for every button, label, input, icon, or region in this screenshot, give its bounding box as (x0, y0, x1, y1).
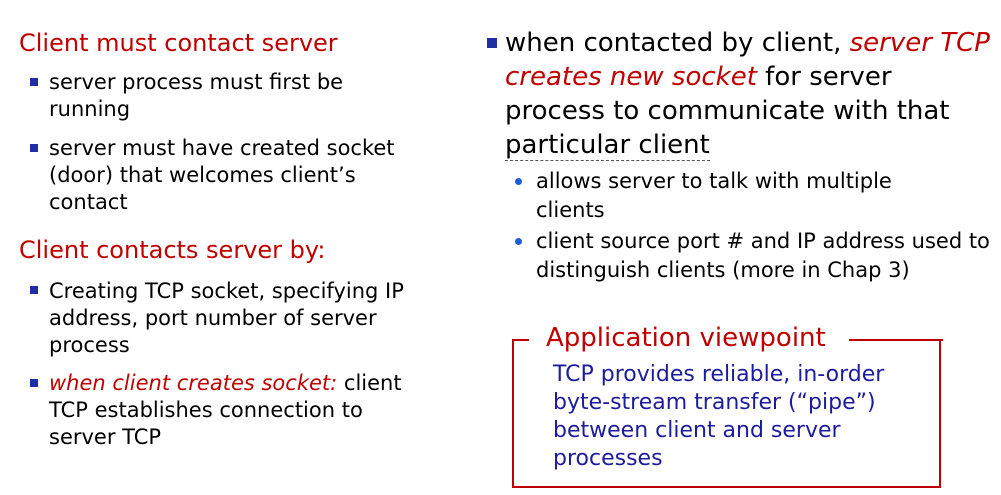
square-bullet-icon (487, 38, 497, 48)
callout-title: Application viewpoint (546, 323, 826, 353)
dot-bullet-icon (515, 238, 522, 245)
square-bullet-icon (30, 78, 38, 86)
bullet-client-tcp-connection: when client creates socket: client TCP e… (49, 370, 429, 451)
square-bullet-icon (30, 144, 38, 152)
emphasis-text: when client creates socket: (49, 371, 338, 395)
main-text-part3: particular client (505, 130, 710, 161)
main-text-part1: when contacted by client, (505, 28, 850, 58)
bullet-server-running: server process must first be running (49, 70, 344, 121)
sub-bullet-distinguish-clients: client source port # and IP address used… (536, 229, 990, 282)
application-viewpoint-box (512, 339, 941, 488)
main-emphasis: server TCP creates new socket (505, 28, 990, 92)
bullet-server-socket: server must have created socket (door) t… (49, 136, 395, 214)
heading-client-must-contact: Client must contact server (19, 29, 338, 57)
box-top-border-left (512, 339, 529, 341)
bullet-rest-text: client TCP establishes connection to ser… (49, 371, 402, 449)
box-top-border-right (849, 339, 943, 341)
callout-body: TCP provides reliable, in-order byte-str… (553, 362, 885, 471)
bullet-server-new-socket: when contacted by client, server TCP cre… (505, 26, 990, 162)
bullet-create-socket: Creating TCP socket, specifying IP addre… (49, 279, 404, 357)
square-bullet-icon (30, 286, 38, 294)
sub-bullet-multiple-clients: allows server to talk with multiple clie… (536, 169, 892, 222)
heading-client-contacts: Client contacts server by: (19, 236, 326, 264)
main-text-part2: for server process to communicate with t… (505, 62, 950, 126)
square-bullet-icon (30, 379, 38, 387)
dot-bullet-icon (515, 178, 522, 185)
